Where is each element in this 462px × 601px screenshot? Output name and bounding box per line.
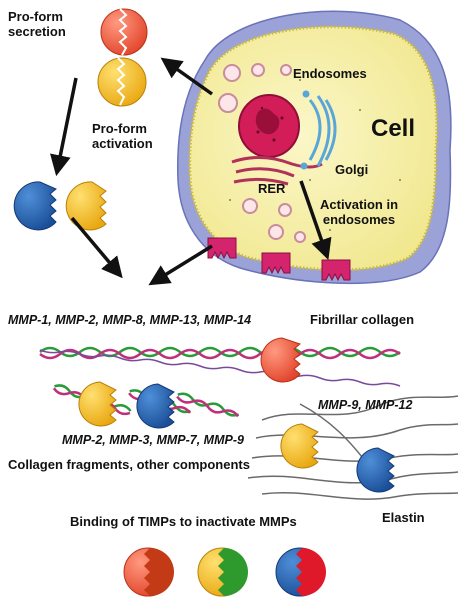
proform-yellow: [97, 57, 147, 107]
label-activation-endosomes: Activation in endosomes: [320, 197, 399, 228]
endosome-vesicles: [218, 63, 306, 243]
label-timp-binding: Binding of TIMPs to inactivate MMPs: [70, 514, 297, 529]
rer: [231, 156, 323, 186]
label-proform-secretion-line2: secretion: [8, 23, 66, 39]
label-collagen-fragments: Collagen fragments, other components: [8, 457, 250, 472]
arrows: [50, 57, 332, 286]
label-proform-secretion: Pro-form secretion: [8, 9, 66, 40]
label-mmp-group1: MMP-1, MMP-2, MMP-8, MMP-13, MMP-14: [8, 313, 252, 327]
label-proform-activation-line1: Pro-form: [92, 121, 147, 136]
mmp-yellow-on-elastin: [280, 423, 319, 469]
mmp-yellow-on-fragments: [78, 381, 117, 427]
label-cell: Cell: [371, 115, 416, 142]
label-activation-endosomes-line1: Activation in: [320, 197, 399, 212]
label-elastin: Elastin: [382, 510, 425, 525]
cell: [176, 10, 452, 285]
label-proform-secretion-line1: Pro-form: [8, 9, 63, 24]
label-proform-activation: Pro-form activation: [92, 121, 153, 152]
timp-complex-yellow: [197, 547, 248, 597]
proform-red: [100, 8, 148, 56]
label-endosomes: Endosomes: [293, 66, 367, 81]
label-mmp-group3: MMP-9, MMP-12: [318, 398, 413, 412]
timp-complex-blue: [275, 547, 326, 597]
mmp-blue-on-fragments: [136, 383, 175, 429]
mmp-blue-on-elastin: [356, 447, 395, 493]
mmp-red-on-collagen: [260, 337, 302, 383]
active-mmp-blue: [13, 181, 57, 231]
label-rer: RER: [258, 181, 286, 196]
active-mmp-yellow: [65, 181, 107, 231]
label-activation-endosomes-line2: endosomes: [322, 211, 396, 227]
nucleus: [238, 94, 300, 158]
label-golgi: Golgi: [335, 162, 369, 177]
label-proform-activation-line2: activation: [92, 135, 153, 151]
fibrillar-collagen-strand: [39, 346, 401, 387]
golgi: [300, 90, 337, 170]
label-fibrillar-collagen: Fibrillar collagen: [310, 312, 415, 327]
membrane-receptors: [207, 237, 351, 282]
label-mmp-group2: MMP-2, MMP-3, MMP-7, MMP-9: [62, 433, 244, 447]
timp-complex-red: [123, 547, 174, 597]
